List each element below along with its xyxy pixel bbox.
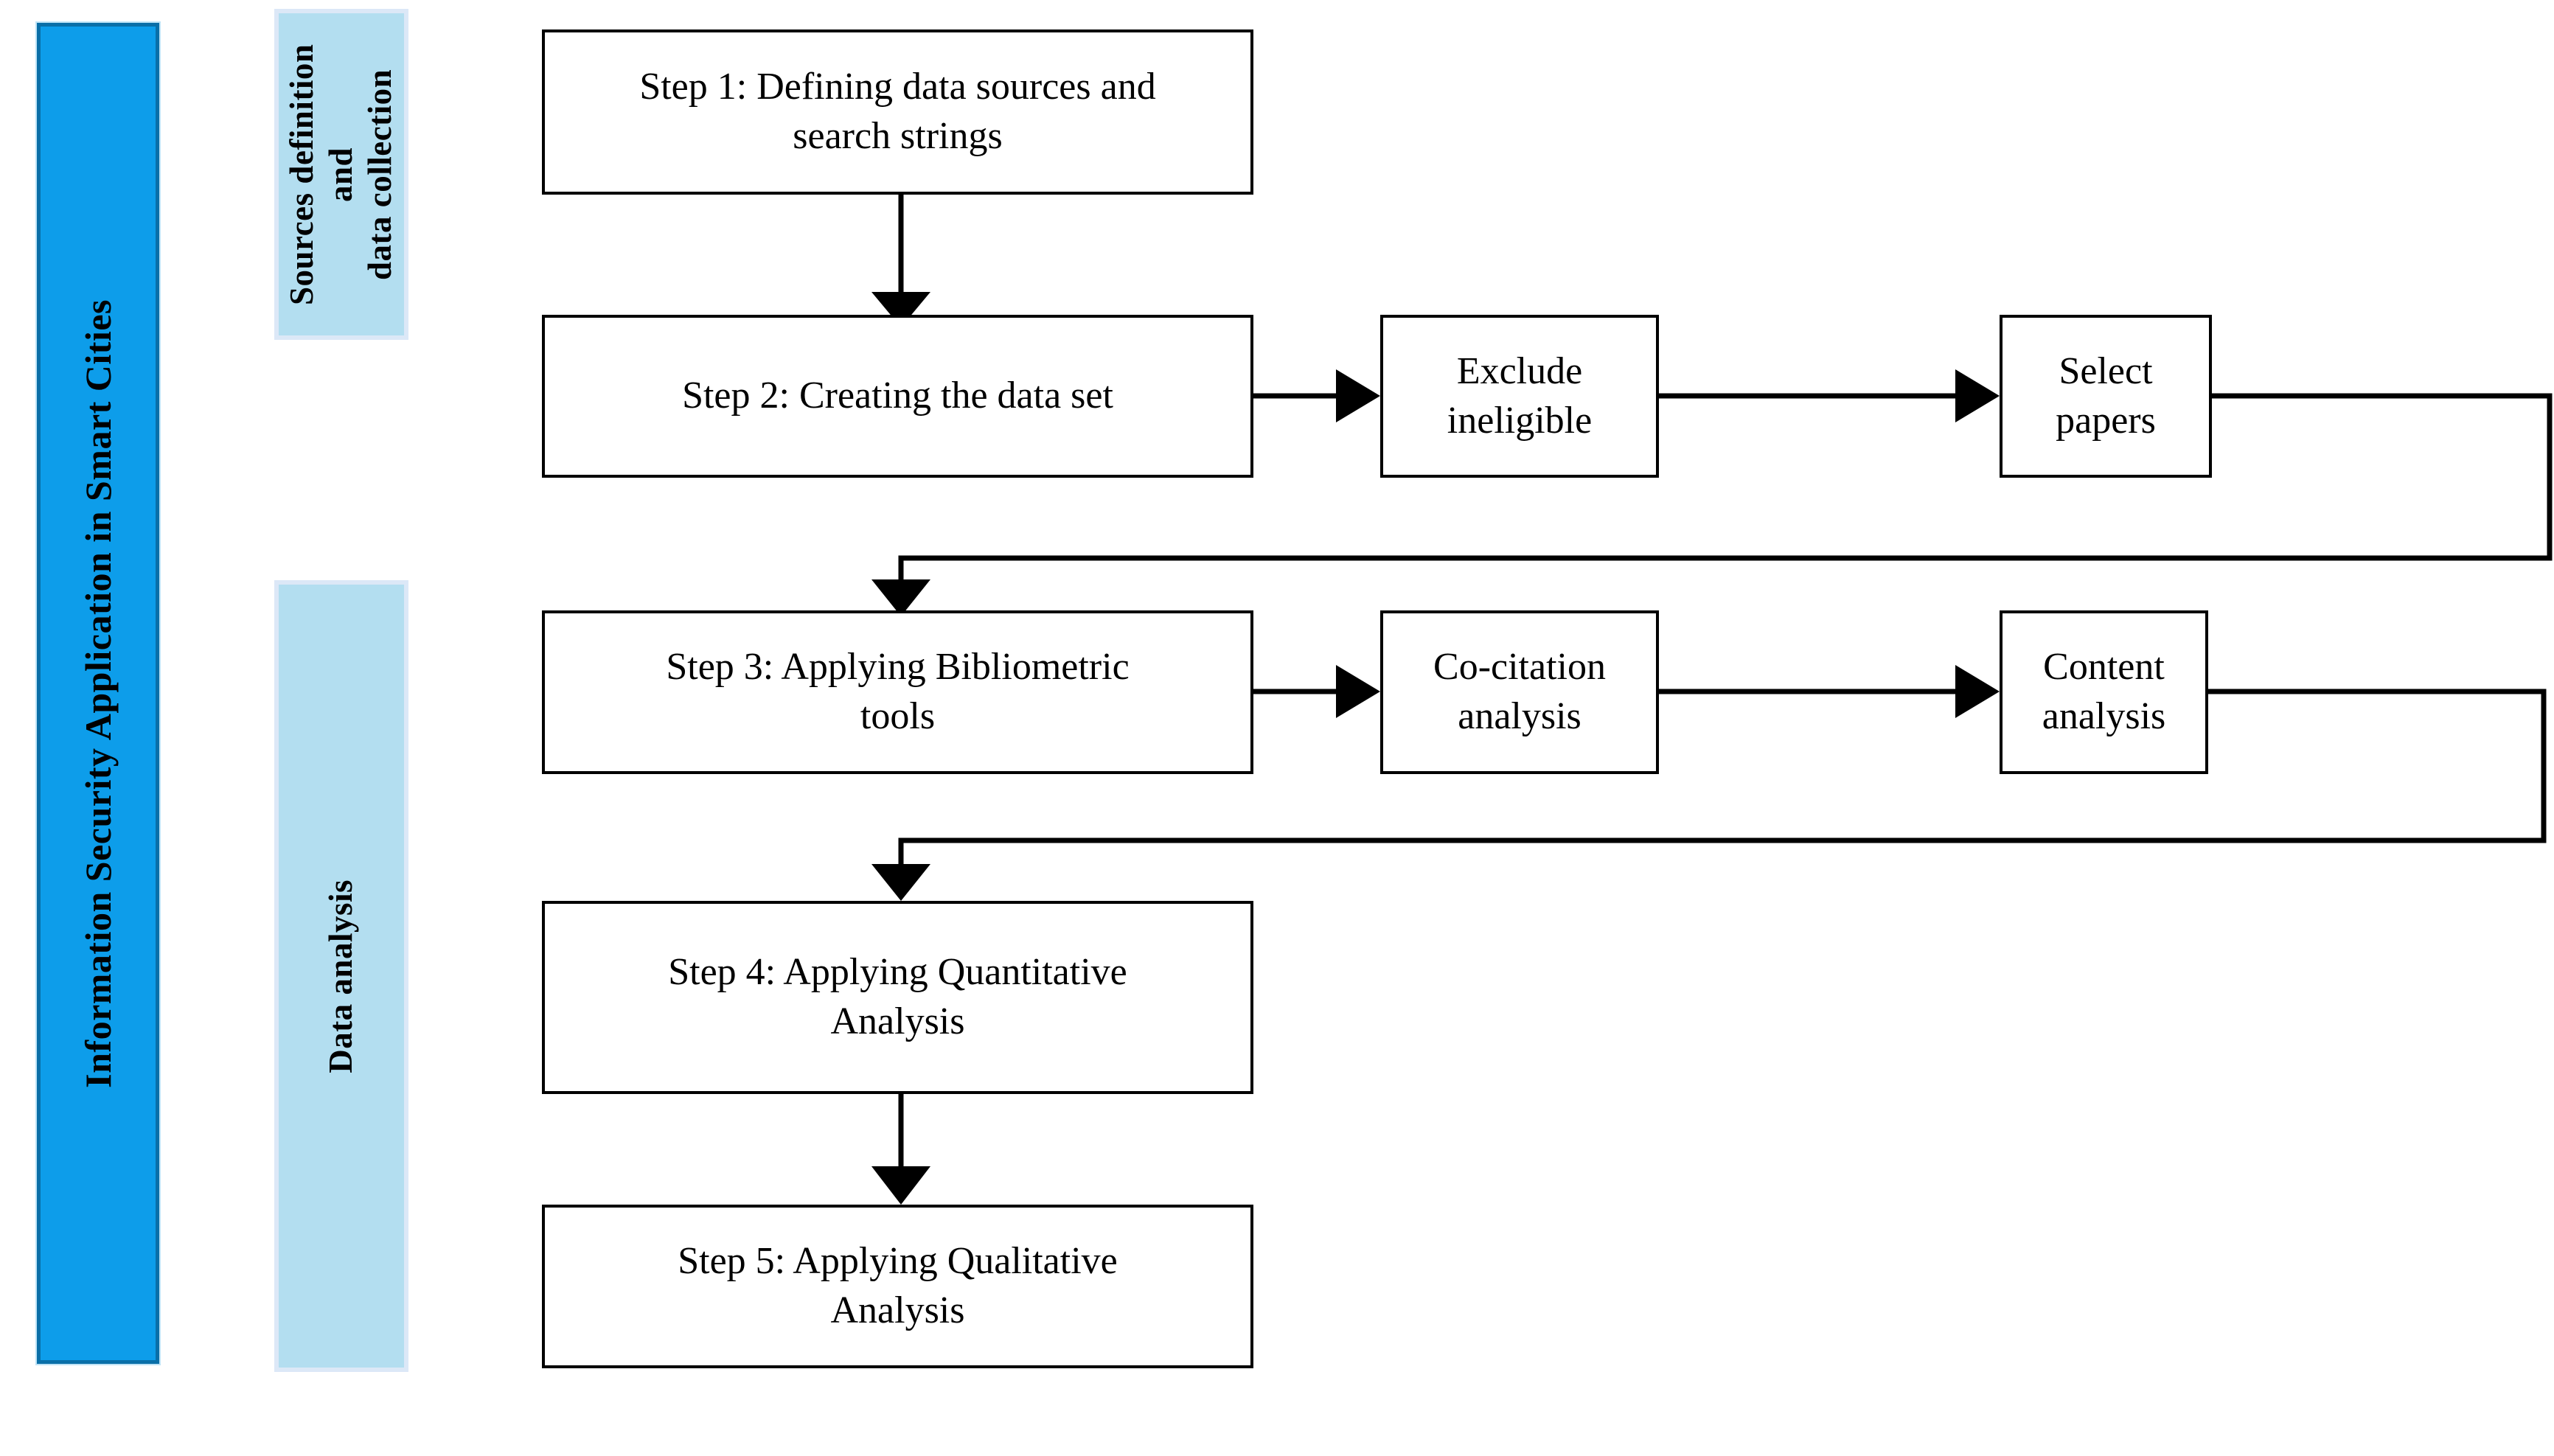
node-content-analysis-label: Content analysis <box>2042 646 2166 737</box>
node-co-citation-analysis[interactable]: Co-citation analysis <box>1380 610 1659 774</box>
title-banner: Information Security Application in Smar… <box>37 23 159 1364</box>
node-step-1-label: Step 1: Defining data sources and search… <box>639 66 1156 157</box>
node-content-analysis[interactable]: Content analysis <box>2000 610 2208 774</box>
phase-banner-data-analysis: Data analysis <box>279 585 404 1368</box>
arrowhead-exclude-select <box>1955 369 2000 422</box>
node-exclude-ineligible-label: Exclude ineligible <box>1447 349 1593 442</box>
node-exclude-ineligible[interactable]: Exclude ineligible <box>1380 315 1659 478</box>
node-step-4[interactable]: Step 4: Applying Quantitative Analysis <box>542 901 1253 1094</box>
node-select-papers[interactable]: Select papers <box>2000 315 2212 478</box>
arrowhead-step2-exclude <box>1336 369 1380 422</box>
arrowhead-content-step4 <box>871 864 930 901</box>
node-select-papers-label: Select papers <box>2056 349 2156 442</box>
arrowhead-step4-step5 <box>871 1166 930 1205</box>
node-step-3-label: Step 3: Applying Bibliometric tools <box>666 646 1130 737</box>
node-co-citation-analysis-label: Co-citation analysis <box>1433 646 1606 737</box>
node-step-4-label: Step 4: Applying Quantitative Analysis <box>668 951 1127 1042</box>
phase-banner-sources-definition: Sources definition and data collection <box>279 13 404 335</box>
node-step-5-label: Step 5: Applying Qualitative Analysis <box>678 1240 1118 1331</box>
node-step-3[interactable]: Step 3: Applying Bibliometric tools <box>542 610 1253 774</box>
node-step-2-label: Step 2: Creating the data set <box>682 375 1113 417</box>
arrowhead-step3-cocitation <box>1336 665 1380 718</box>
title-banner-label: Information Security Application in Smar… <box>77 299 119 1088</box>
phase-banner-sources-definition-label: Sources definition and data collection <box>283 43 399 305</box>
node-step-5[interactable]: Step 5: Applying Qualitative Analysis <box>542 1205 1253 1368</box>
arrowhead-cocitation-content <box>1955 665 2000 718</box>
node-step-1[interactable]: Step 1: Defining data sources and search… <box>542 29 1253 195</box>
node-step-2[interactable]: Step 2: Creating the data set <box>542 315 1253 478</box>
phase-banner-data-analysis-label: Data analysis <box>322 879 360 1073</box>
